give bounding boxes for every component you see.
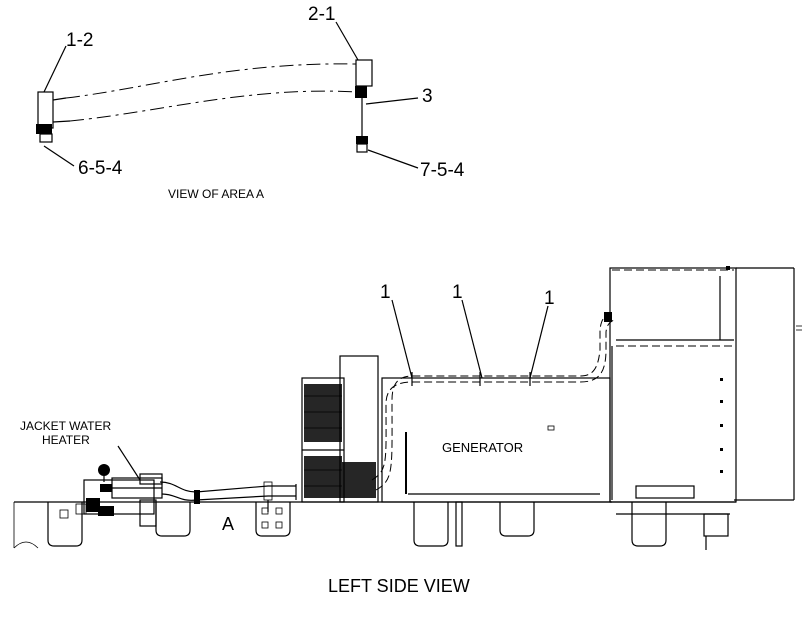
heater-label-line2: HEATER: [42, 433, 90, 447]
heater-hose-upper: [159, 481, 296, 493]
leader-heater: [117, 445, 141, 481]
callout-6-5-4: 6-5-4: [78, 158, 123, 179]
detail-view-caption: VIEW OF AREA A: [168, 187, 264, 201]
leader-hose-mid: [461, 299, 483, 379]
control-enclosure: [609, 266, 802, 515]
coolant-hose-outer: [375, 313, 611, 491]
leader-1-2: [43, 45, 67, 93]
callout-1-2: 1-2: [66, 30, 93, 51]
hose-lower-dashed: [69, 90, 357, 122]
generator-label: GENERATOR: [442, 440, 523, 455]
leader-hose-left: [391, 299, 413, 379]
hose-upper-dashed: [65, 63, 357, 99]
right-fitting: [355, 59, 373, 153]
callout-7-5-4: 7-5-4: [420, 160, 465, 181]
generator-body: GENERATOR: [381, 377, 611, 503]
detail-view-area-a: 1-2 2-1 3 6-5-4 7-5-4 VIEW OF AREA A: [36, 4, 465, 201]
left-side-view: JACKET WATER HEATER A GENERATOR: [13, 266, 802, 596]
callout-2-1: 2-1: [308, 4, 335, 25]
heater-hose-lower: [161, 493, 296, 501]
left-fitting: [36, 91, 71, 143]
radiator: [301, 355, 379, 503]
left-side-view-caption: LEFT SIDE VIEW: [328, 576, 470, 596]
callout-3: 3: [422, 86, 433, 107]
leader-2-1: [335, 21, 359, 61]
leader-6-5-4: [43, 145, 75, 167]
area-a-marker: A: [222, 514, 234, 534]
heater-label-line1: JACKET WATER: [20, 419, 111, 433]
leader-7-5-4: [367, 149, 419, 169]
leader-3: [365, 97, 419, 105]
jacket-water-heater: [75, 464, 163, 527]
leader-hose-right: [529, 305, 549, 379]
callout-hose-left: 1: [380, 282, 391, 303]
callout-hose-mid: 1: [452, 282, 463, 303]
coolant-hose-inner: [371, 319, 615, 481]
callout-hose-right: 1: [544, 288, 555, 309]
